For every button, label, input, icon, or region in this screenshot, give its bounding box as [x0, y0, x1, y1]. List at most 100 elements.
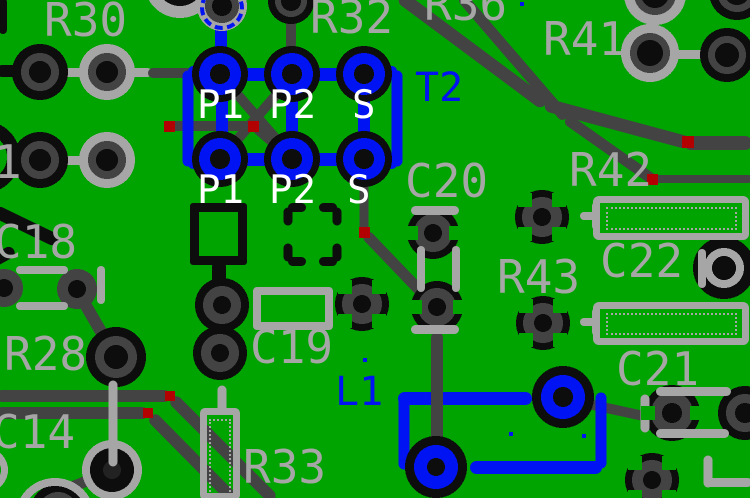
silk-label-c22[interactable]: C22 [600, 234, 684, 288]
thermal-relief-gap[interactable] [338, 313, 353, 328]
bottom-copper-trace[interactable] [398, 391, 532, 405]
component-outline-connector[interactable] [190, 203, 247, 265]
copper-trace[interactable] [0, 0, 8, 34]
pad[interactable] [86, 327, 146, 387]
silk-label-c14[interactable]: C14 [0, 405, 76, 459]
pad[interactable] [700, 28, 750, 82]
silk-label-c21[interactable]: C21 [616, 342, 700, 396]
bottom-label-l1[interactable]: L1 [335, 369, 384, 415]
pad[interactable] [15, 478, 95, 498]
pad[interactable] [336, 46, 392, 102]
thermal-relief-gap[interactable] [519, 299, 534, 314]
pad[interactable] [264, 46, 320, 102]
thermal-relief-gap[interactable] [407, 300, 422, 314]
pad[interactable] [0, 269, 23, 307]
silk-label-r32[interactable]: R32 [310, 0, 394, 44]
copper-trace[interactable] [698, 249, 706, 288]
thermal-relief-gap[interactable] [371, 313, 386, 328]
pin-label-p2-top[interactable]: P2 [269, 83, 316, 128]
pad[interactable] [192, 131, 248, 187]
copper-trace[interactable] [128, 67, 152, 77]
copper-trace[interactable] [148, 68, 214, 78]
via[interactable] [165, 391, 175, 401]
pad[interactable] [12, 44, 68, 100]
copper-trace[interactable] [706, 477, 750, 487]
pad[interactable] [709, 0, 750, 20]
bottom-label-t2[interactable]: T2 [415, 65, 464, 111]
via[interactable] [247, 120, 259, 132]
silk-label-pin1[interactable]: 1 [0, 135, 22, 189]
thermal-relief-gap[interactable] [403, 226, 418, 240]
bottom-copper-dot[interactable] [509, 432, 513, 436]
pad[interactable] [195, 278, 249, 332]
via[interactable] [358, 226, 370, 238]
copper-trace[interactable] [319, 256, 337, 266]
copper-trace[interactable] [656, 428, 729, 438]
copper-trace[interactable] [411, 205, 459, 215]
copper-trace[interactable] [417, 246, 425, 292]
net-highlight-ring[interactable] [200, 0, 244, 30]
copper-trace[interactable] [650, 175, 750, 183]
silk-label-r36[interactable]: R36 [424, 0, 508, 31]
copper-trace[interactable] [170, 121, 254, 131]
thermal-relief-gap[interactable] [551, 193, 566, 208]
thermal-relief-gap[interactable] [640, 406, 655, 420]
copper-trace[interactable] [319, 202, 337, 212]
thermal-relief-gap[interactable] [518, 193, 533, 208]
pad[interactable] [268, 0, 314, 24]
copper-trace[interactable] [580, 212, 600, 220]
via[interactable] [682, 136, 694, 148]
copper-trace[interactable] [52, 67, 90, 77]
bottom-copper-dot[interactable] [520, 2, 524, 6]
silk-label-r42[interactable]: R42 [569, 143, 653, 197]
copper-trace[interactable] [452, 246, 460, 292]
pin-label-s-bottom[interactable]: S [347, 168, 371, 213]
thermal-relief-gap[interactable] [552, 299, 567, 314]
pad[interactable] [532, 366, 594, 428]
pad[interactable] [0, 121, 20, 193]
thermal-relief-gap[interactable] [448, 226, 463, 240]
pad[interactable] [264, 131, 320, 187]
thermal-relief-gap[interactable] [338, 280, 353, 295]
copper-trace[interactable] [16, 266, 68, 274]
copper-trace[interactable] [16, 302, 68, 310]
silk-label-r43[interactable]: R43 [497, 250, 581, 304]
thermal-relief-gap[interactable] [661, 456, 676, 471]
pad[interactable] [12, 132, 68, 188]
pad[interactable] [193, 326, 247, 380]
silk-label-c19[interactable]: C19 [250, 320, 334, 374]
component-outline-c19[interactable] [253, 287, 333, 330]
bottom-copper-trace[interactable] [595, 392, 607, 468]
thermal-relief-gap[interactable] [552, 332, 567, 347]
copper-trace[interactable] [411, 324, 459, 334]
pin-label-p2-bottom[interactable]: P2 [269, 168, 316, 213]
bottom-copper-dot[interactable] [582, 434, 586, 438]
via[interactable] [163, 120, 175, 132]
pad[interactable] [192, 46, 248, 102]
component-outline-r33[interactable] [200, 408, 240, 498]
copper-trace[interactable] [52, 155, 90, 165]
copper-trace[interactable] [97, 266, 105, 304]
via[interactable] [646, 173, 658, 185]
pin-label-p1-top[interactable]: P1 [197, 83, 244, 128]
silk-label-r41[interactable]: R41 [543, 12, 627, 66]
pad[interactable] [79, 132, 135, 188]
silk-label-c20[interactable]: C20 [405, 154, 489, 208]
bottom-copper-trace[interactable] [470, 460, 602, 474]
silk-label-c18[interactable]: C18 [0, 215, 78, 269]
component-outline-r33-inner[interactable] [209, 419, 231, 498]
copper-trace[interactable] [283, 243, 293, 261]
pad[interactable] [621, 24, 679, 82]
thermal-relief-gap[interactable] [371, 280, 386, 295]
copper-trace[interactable] [684, 136, 750, 150]
via[interactable] [143, 408, 153, 418]
pad[interactable] [0, 448, 8, 492]
component-outline-r43-inner[interactable] [606, 313, 737, 335]
pad[interactable] [336, 131, 392, 187]
copper-trace[interactable] [674, 49, 706, 59]
component-outline-r43[interactable] [593, 302, 749, 345]
bottom-copper-trace[interactable] [391, 70, 403, 166]
copper-trace[interactable] [332, 243, 342, 261]
copper-trace[interactable] [288, 256, 306, 266]
